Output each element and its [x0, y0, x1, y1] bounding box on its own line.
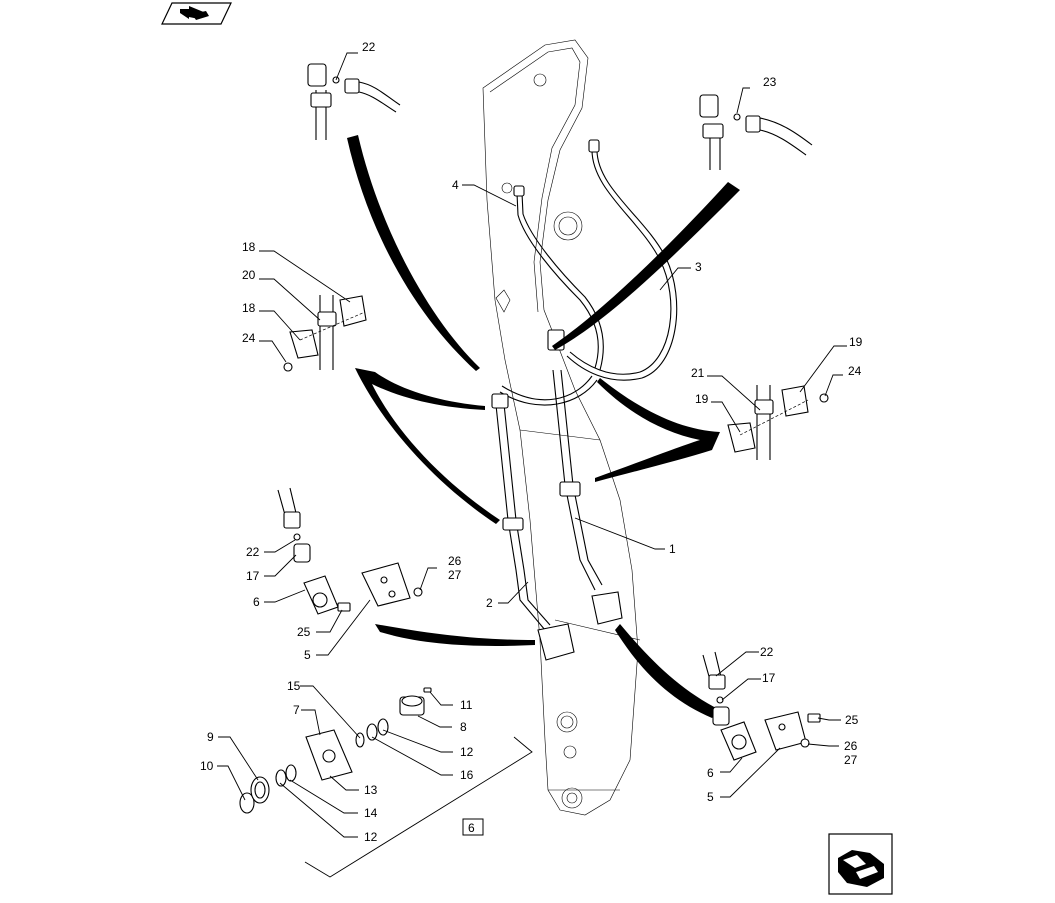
detail-exploded-valve	[239, 687, 432, 814]
callout-5: 5	[707, 790, 714, 804]
callout-27: 27	[448, 568, 462, 582]
callout-22: 22	[760, 645, 774, 659]
callout-12: 12	[460, 745, 474, 759]
callout-26: 26	[448, 554, 462, 568]
detail-valve-left	[277, 487, 423, 615]
callout-5: 5	[304, 648, 311, 662]
callout-24: 24	[848, 364, 862, 378]
callout-12: 12	[364, 830, 378, 844]
callout-18: 18	[242, 301, 256, 315]
callout-box-6: 6	[462, 818, 484, 836]
callout-8: 8	[460, 720, 467, 734]
callout-19: 19	[849, 335, 863, 349]
callout-22: 22	[362, 40, 376, 54]
hose-4	[513, 185, 604, 371]
arrow-next-icon	[838, 850, 884, 887]
callout-9: 9	[207, 730, 214, 744]
callout-6: 6	[707, 766, 714, 780]
callout-20: 20	[242, 268, 256, 282]
callout-19: 19	[695, 392, 709, 406]
callout-17: 17	[246, 569, 260, 583]
next-page-button[interactable]	[828, 833, 893, 895]
detail-fitting-top-left	[307, 63, 401, 140]
pipe-2	[491, 393, 551, 631]
callout-14: 14	[364, 806, 378, 820]
callout-17: 17	[762, 671, 776, 685]
callout-25: 25	[297, 625, 311, 639]
callout-6-box: 6	[468, 821, 475, 835]
callout-24: 24	[242, 331, 256, 345]
hose-3	[566, 139, 678, 381]
valve-block-lower	[537, 591, 623, 661]
callout-27: 27	[844, 753, 858, 767]
arrow-back-icon	[180, 6, 210, 20]
callout-18: 18	[242, 240, 256, 254]
detail-clamp-right	[727, 385, 829, 460]
callout-10: 10	[200, 759, 214, 773]
callout-13: 13	[364, 783, 378, 797]
detail-clamp-left	[283, 295, 367, 372]
callout-3: 3	[695, 260, 702, 274]
leader-lines	[217, 52, 847, 878]
hose-crossover	[499, 375, 598, 406]
callout-21: 21	[691, 366, 705, 380]
detail-connectors	[347, 135, 740, 718]
prev-page-button[interactable]	[161, 2, 232, 25]
callout-labels: 22 23 4 3 18 20 18 24 19 21 24 19 1 2 22…	[200, 40, 863, 844]
boom-arm	[482, 39, 641, 816]
callout-6: 6	[253, 595, 260, 609]
callout-22: 22	[246, 545, 260, 559]
callout-26: 26	[844, 739, 858, 753]
callout-4: 4	[452, 178, 459, 192]
callout-11: 11	[460, 698, 473, 712]
detail-fitting-top-right	[699, 94, 813, 170]
callout-7: 7	[293, 703, 300, 717]
callout-15: 15	[287, 679, 301, 693]
pipe-1	[547, 329, 603, 591]
callout-2: 2	[486, 596, 493, 610]
callout-1: 1	[669, 542, 676, 556]
callout-16: 16	[460, 768, 474, 782]
detail-valve-right	[702, 651, 821, 761]
callout-25: 25	[845, 713, 859, 727]
callout-23: 23	[763, 75, 777, 89]
